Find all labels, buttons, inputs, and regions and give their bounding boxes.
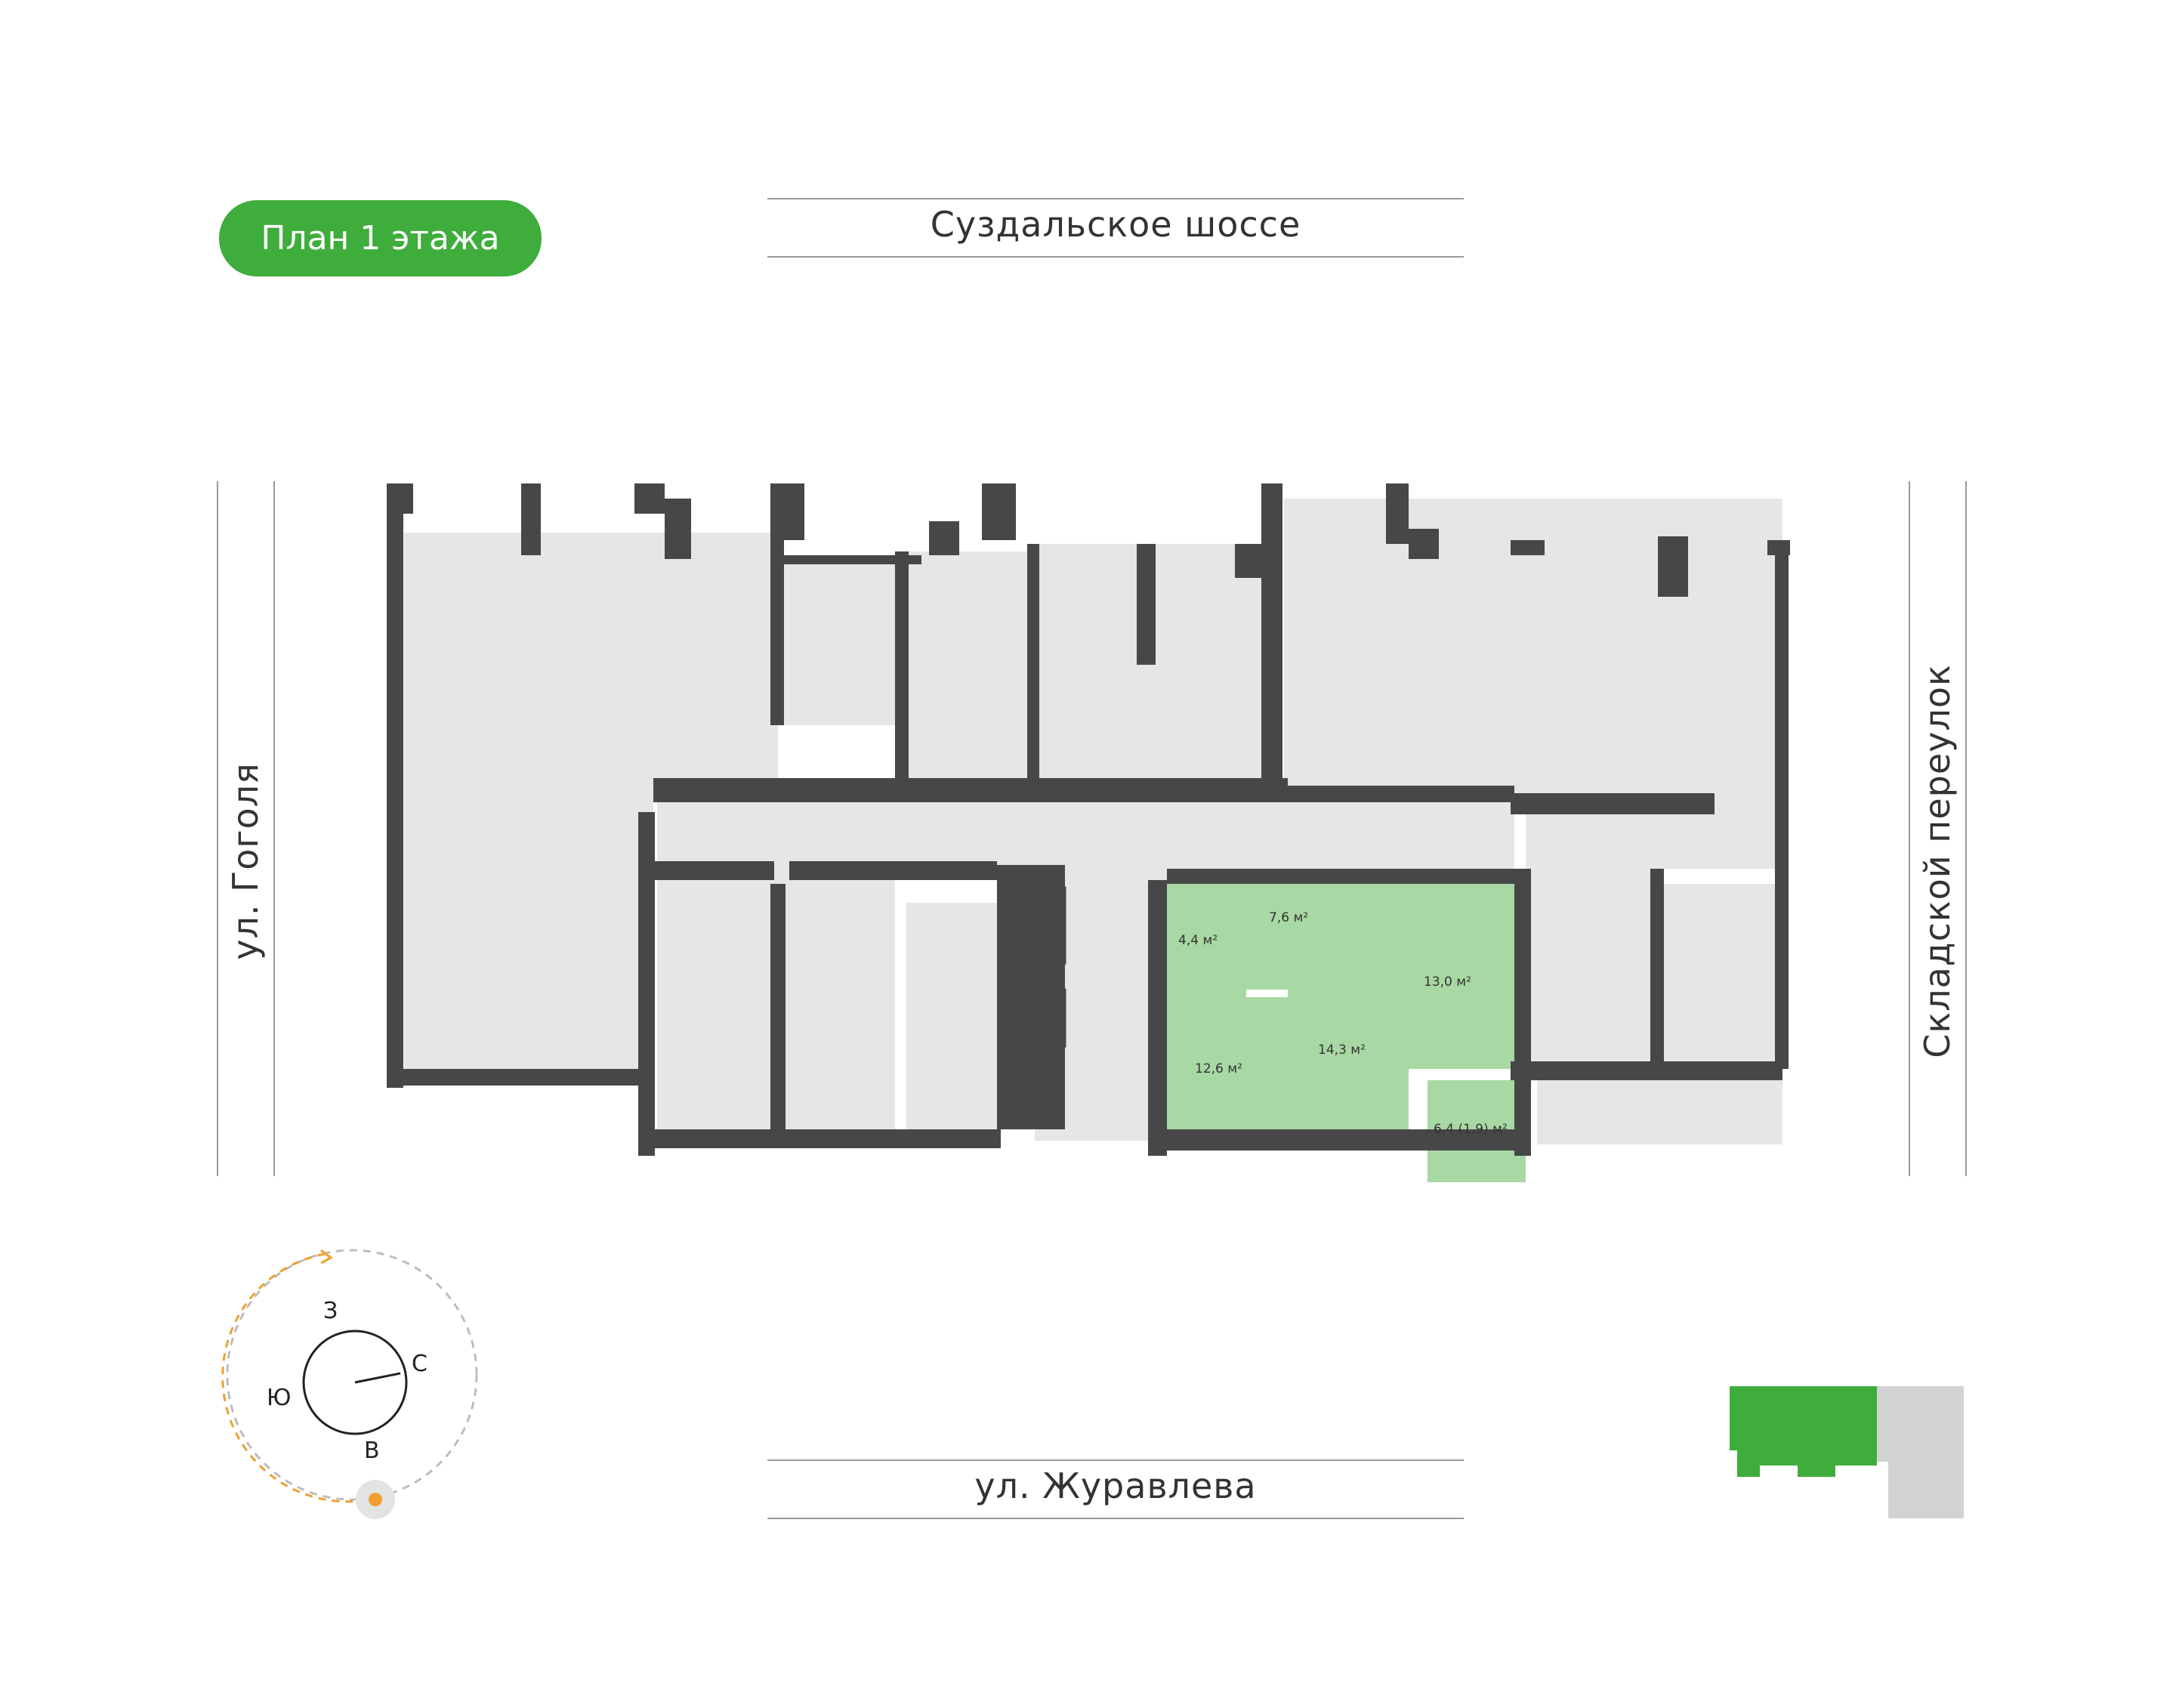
compass-east: В [364,1438,380,1464]
wall-block-2 [770,483,804,540]
wall-center-s [1148,880,1167,1156]
room-labels: 4,4 м² 7,6 м² 13,0 м² 12,6 м² 14,3 м² 6,… [1178,910,1508,1137]
wall-corridor-s [650,861,774,880]
street-top-line-upper [767,198,1464,199]
wall-north-west [387,483,413,514]
street-right-line-1 [1909,481,1910,1176]
street-right-line-2 [1965,481,1967,1176]
wall-west-outer [387,483,403,1088]
area-label-3: 13,0 м² [1424,974,1471,990]
floor-title-badge: План 1 этажа [219,200,542,276]
wall-north-col-2 [634,483,665,514]
room-stair-west [778,563,903,725]
apt-room-bed-2 [1288,963,1409,1129]
wall-corridor-n2 [1167,786,1514,802]
sun-path-arrow-icon [320,1249,333,1265]
room-terrace-east [1537,1076,1782,1144]
street-left-line-1 [217,481,218,1176]
area-label-5: 14,3 м² [1318,1042,1366,1058]
elevator-1 [1022,886,1066,965]
mini-map-building [1877,1386,1964,1518]
compass-south: Ю [267,1385,291,1411]
area-label-4: 12,6 м² [1195,1061,1242,1076]
mini-map-highlight [1730,1386,1877,1477]
apt-room-kitchen [1409,880,1518,1069]
wall-apt-n [1167,869,1518,884]
wall-col-n2 [982,483,1016,540]
wall-corridor-e [1511,793,1715,814]
wall-south-west [387,1069,655,1086]
wall-col-n3 [1027,544,1039,793]
apt-room-bed-1 [1167,997,1288,1129]
area-label-6: 6,4 (1,9) м² [1434,1122,1508,1137]
walls [387,483,1790,1156]
room-west-hall-upper [404,533,778,793]
sun-icon [369,1493,382,1506]
compass: С Ю З В [221,1249,478,1519]
sun-path [226,1249,478,1501]
wall-col-n4 [1137,544,1156,665]
wall-east-n2 [1386,483,1409,544]
street-top-line-lower [767,256,1464,258]
wall-east-n4 [1511,540,1545,555]
elevator-2-x2 [1022,989,1066,1047]
wall-corridor-s2 [789,861,997,880]
compass-west: З [323,1298,338,1324]
wall-north-col-1 [521,483,541,555]
wall-south-w [638,1129,1001,1148]
wall-apt-s [1148,1129,1529,1151]
compass-needle [354,1372,401,1384]
street-top-label: Суздальское шоссе [930,204,1301,245]
room-east-lower-3 [1662,884,1782,1065]
wall-east-inner [1650,869,1664,1065]
wall-stair-e [895,551,909,801]
street-bottom-line-lower [767,1518,1464,1519]
area-label-1: 4,4 м² [1178,933,1218,948]
room-stair-south [906,903,1001,1129]
wall-east-n3 [1409,529,1439,559]
compass-dial [302,1330,408,1435]
room-east-lower-2 [1526,869,1662,1065]
street-left-line-2 [273,481,275,1176]
wall-north-col-3 [665,499,691,559]
elevator-2 [1022,988,1066,1048]
street-bottom-label: ул. Журавлева [974,1466,1257,1506]
compass-north: С [412,1351,427,1377]
wall-east-n5 [1658,536,1688,597]
area-label-2: 7,6 м² [1269,910,1308,925]
elevator-1-x2 [1022,887,1066,964]
wall-west-core [638,812,655,1156]
wall-stair-n [778,555,921,564]
mini-map [1730,1386,1964,1518]
wall-east-n [1261,483,1282,786]
apt-room-storage [1167,884,1246,997]
room-north-lobby [906,551,1035,801]
wall-block-1 [770,483,784,725]
elevators [1022,886,1066,1048]
wall-col-n1 [929,521,959,555]
wall-south-e [1511,1061,1782,1080]
street-bottom-line-upper [767,1459,1464,1461]
sun-path-arc [221,1252,371,1503]
common-areas [404,499,1782,1144]
wall-west-inner [770,884,786,1133]
wall-east-outer [1775,540,1789,1069]
floor-title: План 1 этажа [261,219,500,258]
wall-apt-e [1514,869,1531,1156]
